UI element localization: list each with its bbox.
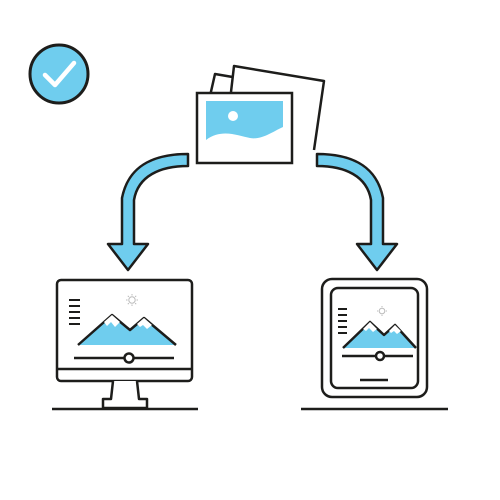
photo-front (195, 91, 294, 165)
desktop-loader-icon (126, 294, 138, 306)
photo-stack-icon (195, 64, 326, 165)
desktop-mountain-image (77, 313, 177, 346)
desktop-monitor-icon (52, 278, 198, 411)
arrow-down-left-icon (106, 152, 190, 272)
tablet-device-icon (301, 277, 448, 411)
tablet-video-slider (342, 350, 413, 362)
desktop-menu-icon (69, 299, 80, 325)
desktop-video-slider (74, 352, 174, 364)
tablet-loader-icon (377, 306, 387, 316)
check-circle-icon (28, 43, 90, 105)
arrow-down-right-icon (315, 152, 399, 272)
tablet-mountain-image (342, 320, 417, 349)
tablet-menu-icon (338, 308, 347, 334)
